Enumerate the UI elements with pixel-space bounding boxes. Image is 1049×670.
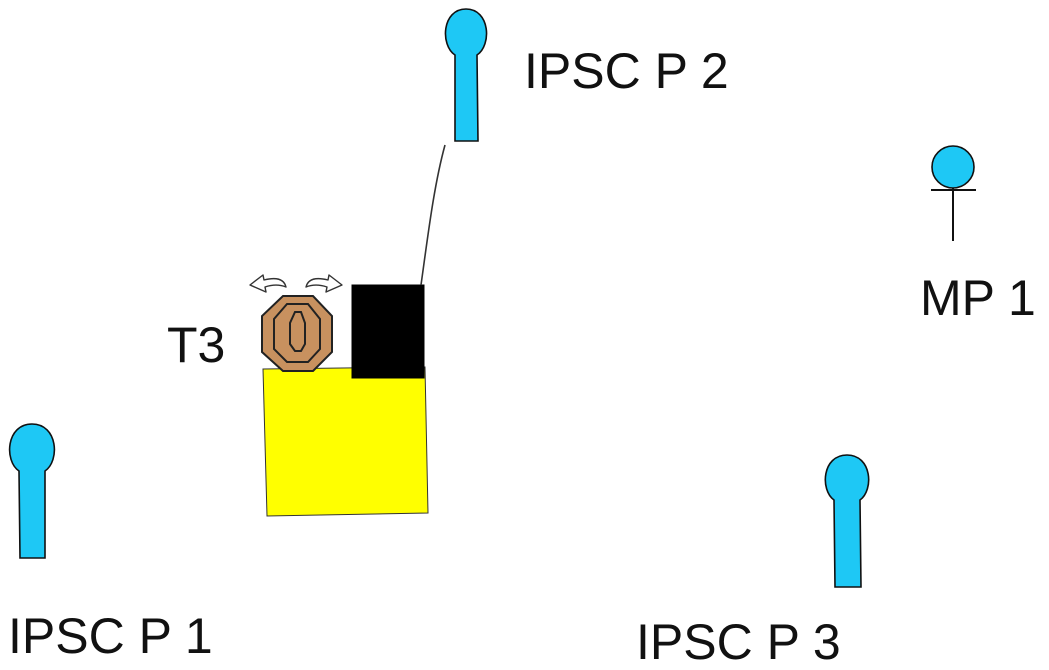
- mini-popper-mp1-icon: [931, 145, 976, 241]
- label-t3: T3: [167, 317, 226, 373]
- swing-arrows-icon: [249, 274, 343, 293]
- label-mp1: MP 1: [920, 270, 1036, 326]
- label-ipsc-p2: IPSC P 2: [524, 43, 729, 99]
- yellow-area: [262, 366, 429, 517]
- label-ipsc-p1: IPSC P 1: [8, 608, 213, 664]
- label-ipsc-p3: IPSC P 3: [636, 614, 841, 670]
- ipsc-popper-p1-icon: [8, 423, 56, 559]
- ipsc-popper-p3-icon: [824, 454, 870, 588]
- activation-wire: [420, 144, 446, 286]
- hard-cover-block: [351, 284, 425, 379]
- ipsc-popper-p2-icon: [444, 8, 488, 142]
- ipsc-paper-target-icon: [261, 295, 333, 372]
